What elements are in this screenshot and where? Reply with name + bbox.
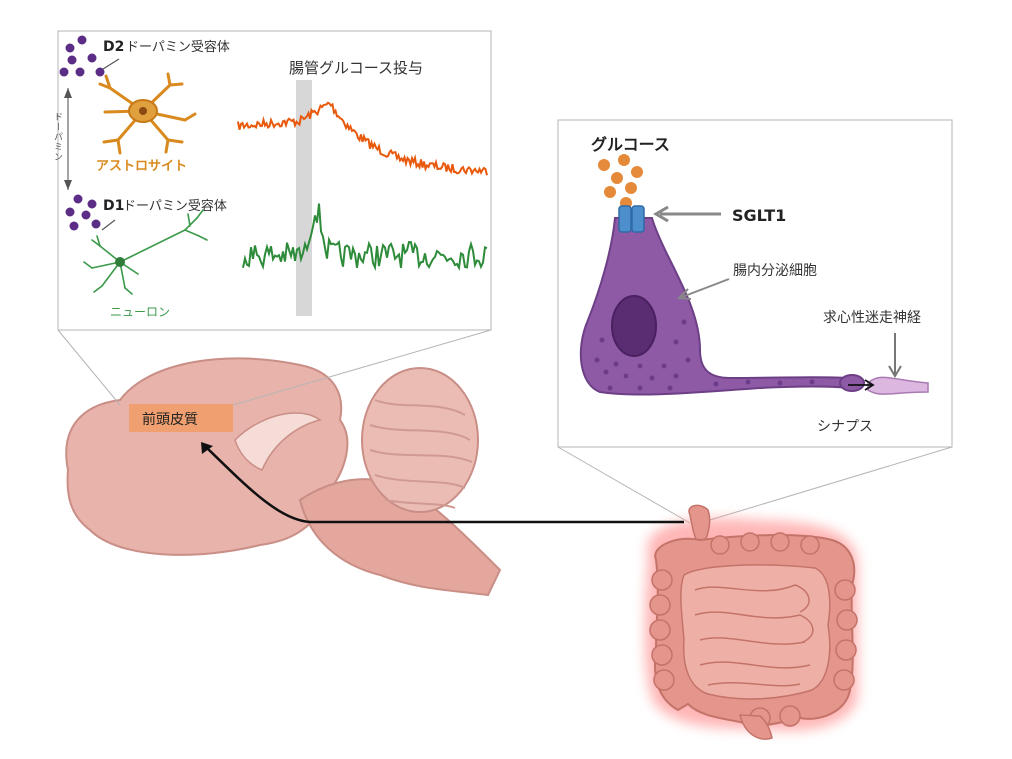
dopamine-vertical-label: ドーパミン (52, 112, 63, 162)
dopamine-dots (65, 194, 101, 231)
d2-label-text: ドーパミン受容体 (126, 39, 230, 55)
brain-detail-panel (57, 30, 492, 331)
intestine-illustration (644, 504, 859, 740)
glucose-label: グルコース (591, 135, 670, 154)
brain-illustration (65, 357, 502, 597)
enteroendocrine-cell-label: 腸内分泌細胞 (733, 263, 817, 279)
synapse-label: シナプス (817, 419, 873, 435)
vagal-nerve (867, 376, 929, 395)
pfc-label: 前頭皮質 (142, 411, 198, 428)
sglt1-channel-icon (618, 205, 645, 233)
astrocyte-icon (98, 72, 197, 155)
astrocyte-trace (237, 101, 488, 177)
pathway-arrowhead (201, 442, 213, 454)
pfc-box (129, 404, 233, 432)
d1-label-bold: D1 (103, 198, 124, 214)
sglt1-label: SGLT1 (732, 206, 786, 225)
vagal-nerve-label: 求心性迷走神経 (823, 310, 921, 326)
neuron-icon (83, 209, 208, 295)
astrocyte-label: アストロサイト (96, 159, 187, 174)
neuron-trace (242, 203, 488, 272)
dopamine-dots (59, 35, 105, 77)
gut-brain-pathway-arrow (204, 445, 684, 524)
neuron-label: ニューロン (110, 305, 170, 319)
cerebellum (361, 367, 479, 513)
enteroendocrine-cell (579, 217, 865, 396)
d1-label-text: ドーパミン受容体 (123, 198, 227, 214)
d2-label-bold: D2 (103, 39, 124, 55)
stimulus-label: 腸管グルコース投与 (289, 59, 423, 77)
